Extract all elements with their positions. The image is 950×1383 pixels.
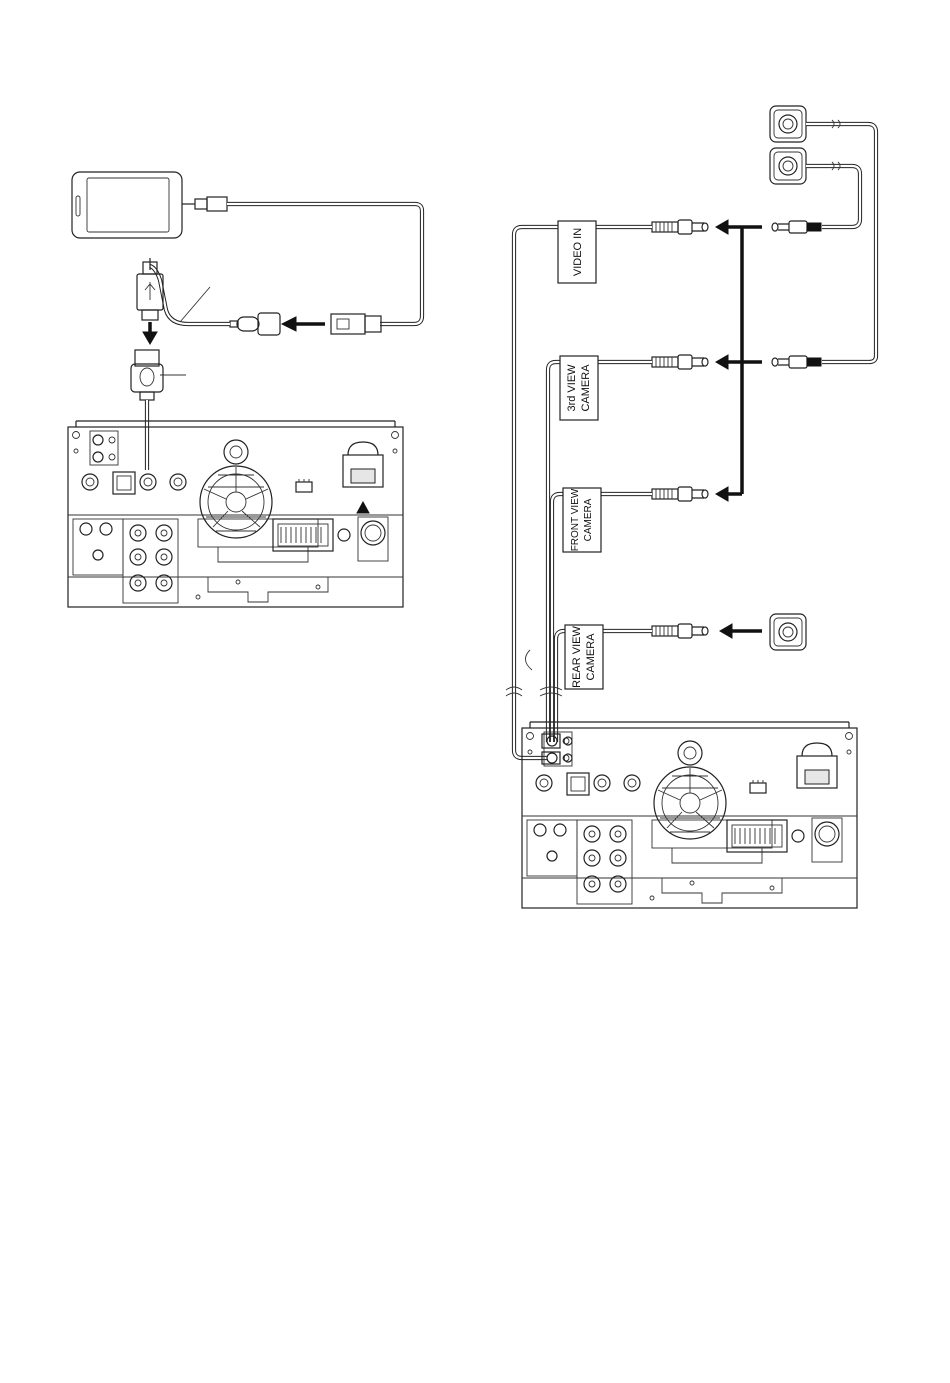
usb-plug-icon [331, 314, 381, 334]
rca-jack [652, 220, 708, 234]
rca-plug [772, 221, 821, 233]
usb-plug-icon [137, 258, 163, 320]
label-third-view-camera: 3rd VIEW CAMERA [560, 356, 598, 420]
label-rear-view-text-1: REAR VIEW [571, 626, 583, 688]
camera-icon [770, 106, 806, 142]
rca-jack [652, 624, 708, 638]
rca-plug [772, 356, 821, 368]
label-front-view-text-2: CAMERA [583, 498, 594, 541]
micro-usb-connector [182, 197, 227, 211]
camera-icon [770, 148, 806, 184]
arrow-icon [357, 502, 369, 513]
label-front-view-camera: FRONT VIEW CAMERA [563, 488, 601, 552]
arrow-icon [716, 220, 762, 638]
usb-otg-adapter-icon [150, 266, 280, 335]
rca-jack [652, 487, 708, 501]
label-front-view-text-1: FRONT VIEW [570, 488, 581, 551]
label-video-in-text: VIDEO IN [572, 228, 584, 276]
arrow-icon [143, 322, 157, 344]
arrow-icon [282, 317, 325, 331]
label-third-view-text-1: 3rd VIEW [566, 364, 578, 412]
head-unit-rear-panel-icon [522, 722, 857, 908]
head-unit-rear-panel-icon [68, 421, 403, 607]
camera-cables [806, 120, 876, 362]
camera-icon [770, 614, 806, 650]
smartphone-icon [72, 172, 182, 238]
label-rear-view-camera: REAR VIEW CAMERA [565, 625, 603, 689]
rca-jack [652, 355, 708, 369]
callout-line [180, 287, 210, 322]
label-third-view-text-2: CAMERA [580, 364, 592, 412]
usb-extension-cable [131, 350, 186, 470]
label-video-in: VIDEO IN [558, 221, 596, 283]
label-rear-view-text-2: CAMERA [585, 633, 597, 681]
phone-usb-cable [227, 204, 422, 324]
